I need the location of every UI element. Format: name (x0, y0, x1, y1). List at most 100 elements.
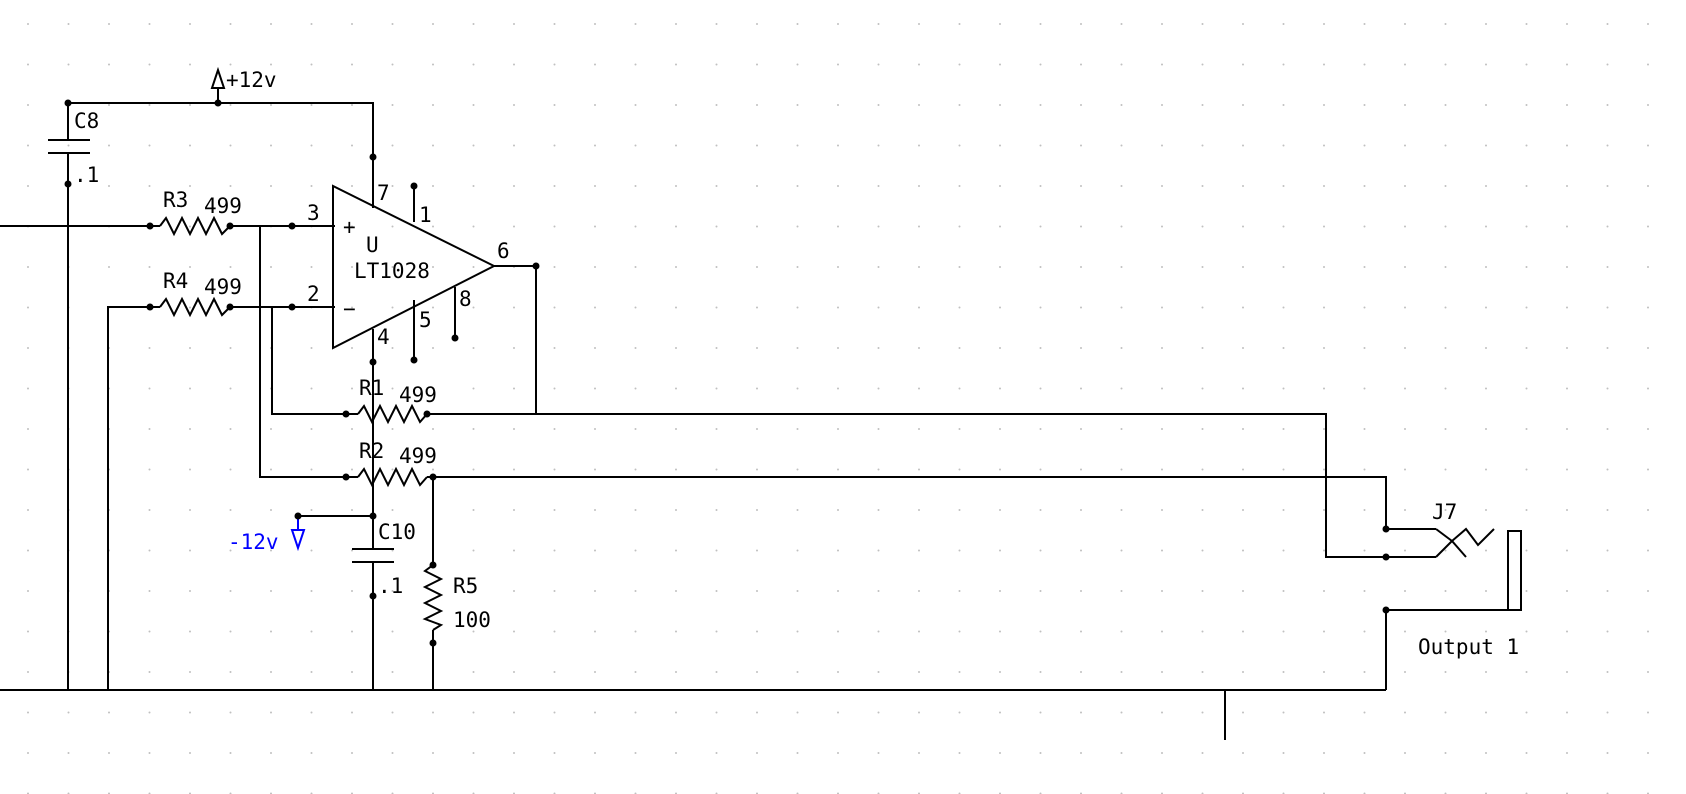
grid-dot (715, 266, 718, 268)
grid-dot (1404, 63, 1406, 66)
grid-dot (756, 63, 758, 66)
grid-dot (918, 711, 920, 714)
grid-dot (1647, 387, 1649, 390)
grid-dot (1039, 590, 1042, 592)
grid-dot (391, 671, 394, 673)
grid-dot (1444, 306, 1447, 309)
grid-dot (1444, 387, 1447, 390)
grid-dot (1444, 23, 1447, 25)
grid-dot (958, 671, 961, 673)
grid-dot (1566, 347, 1568, 349)
grid-dot (756, 144, 758, 147)
grid-dot (1363, 590, 1366, 592)
grid-dot (27, 428, 29, 430)
grid-dot (553, 225, 556, 228)
grid-dot (351, 63, 353, 66)
grid-dot (1201, 630, 1204, 633)
grid-dot (1647, 630, 1649, 633)
grid-dot (1242, 509, 1244, 511)
grid-dot (1606, 104, 1609, 106)
grid-dot (796, 306, 799, 309)
grid-dot (1242, 387, 1244, 390)
grid-dot (472, 428, 475, 430)
grid-dot (877, 185, 880, 187)
grid-dot (391, 711, 394, 714)
node-pin2 (288, 303, 296, 311)
grid-dot (1606, 671, 1609, 673)
c8-value: .1 (74, 163, 99, 187)
grid-dot (189, 711, 191, 714)
grid-dot (837, 387, 839, 390)
grid-dot (1606, 225, 1609, 228)
r3-value: 499 (204, 194, 242, 218)
grid-dot (391, 590, 394, 592)
grid-dot (27, 23, 29, 25)
grid-dot (1444, 468, 1447, 471)
grid-dot (432, 63, 434, 66)
grid-dot (67, 711, 70, 714)
node-r4-right (226, 303, 234, 311)
grid-dot (1525, 387, 1528, 390)
jack-j7: J7 Output 1 (1418, 500, 1522, 659)
j7-tip-contact (1435, 527, 1495, 547)
grid-dot (1080, 509, 1082, 511)
grid-dot (1161, 23, 1163, 25)
grid-dot (958, 468, 961, 471)
grid-dot (999, 549, 1001, 552)
grid-dot (594, 752, 596, 754)
grid-dot (715, 752, 718, 754)
r5-ref: R5 (453, 574, 478, 598)
grid-dot (1282, 509, 1285, 511)
grid-dot (1282, 266, 1285, 268)
negative-supply-symbol: -12v (228, 516, 306, 554)
grid-dot (715, 509, 718, 511)
grid-dot (1525, 468, 1528, 471)
grid-dot (229, 468, 232, 471)
grid-dot (1404, 347, 1406, 349)
grid-dot (1201, 752, 1204, 754)
grid-dot (553, 347, 556, 349)
grid-dot (1444, 347, 1447, 349)
grid-dot (1120, 590, 1123, 592)
grid-dot (1485, 752, 1487, 754)
grid-dot (877, 590, 880, 592)
grid-dot (1282, 306, 1285, 309)
wire-pin2-r1 (271, 307, 358, 415)
grid-dot (1606, 630, 1609, 633)
grid-dot (270, 266, 272, 268)
grid-dot (999, 23, 1001, 25)
grid-dot (1647, 752, 1649, 754)
grid-dot (189, 468, 191, 471)
grid-dot (1120, 549, 1123, 552)
grid-dot (1323, 671, 1325, 673)
grid-dot (594, 630, 596, 633)
grid-dot (1404, 306, 1406, 309)
grid-dot (391, 144, 394, 147)
grid-dot (270, 428, 272, 430)
grid-dot (391, 468, 394, 471)
grid-dot (675, 225, 677, 228)
grid-dot (1363, 387, 1366, 390)
grid-dot (148, 711, 151, 714)
grid-dot (1566, 752, 1568, 754)
grid-dot (1242, 428, 1244, 430)
node-c8-bottom (64, 180, 72, 188)
grid-dot (513, 185, 515, 187)
node-pin5 (410, 356, 418, 364)
grid-dot (1242, 266, 1244, 268)
grid-dot (229, 185, 232, 187)
grid-dot (756, 347, 758, 349)
grid-dot (1566, 225, 1568, 228)
grid-dot (1039, 185, 1042, 187)
grid-dot (391, 104, 394, 106)
grid-dot (472, 509, 475, 511)
grid-dot (1323, 428, 1325, 430)
opamp-plus-sign: + (343, 215, 356, 239)
grid-dot (999, 509, 1001, 511)
grid-dot (1080, 306, 1082, 309)
grid-dot (1039, 387, 1042, 390)
grid-dot (1120, 225, 1123, 228)
node-negative-supply (294, 512, 302, 520)
pin-4-label: 4 (377, 325, 390, 349)
